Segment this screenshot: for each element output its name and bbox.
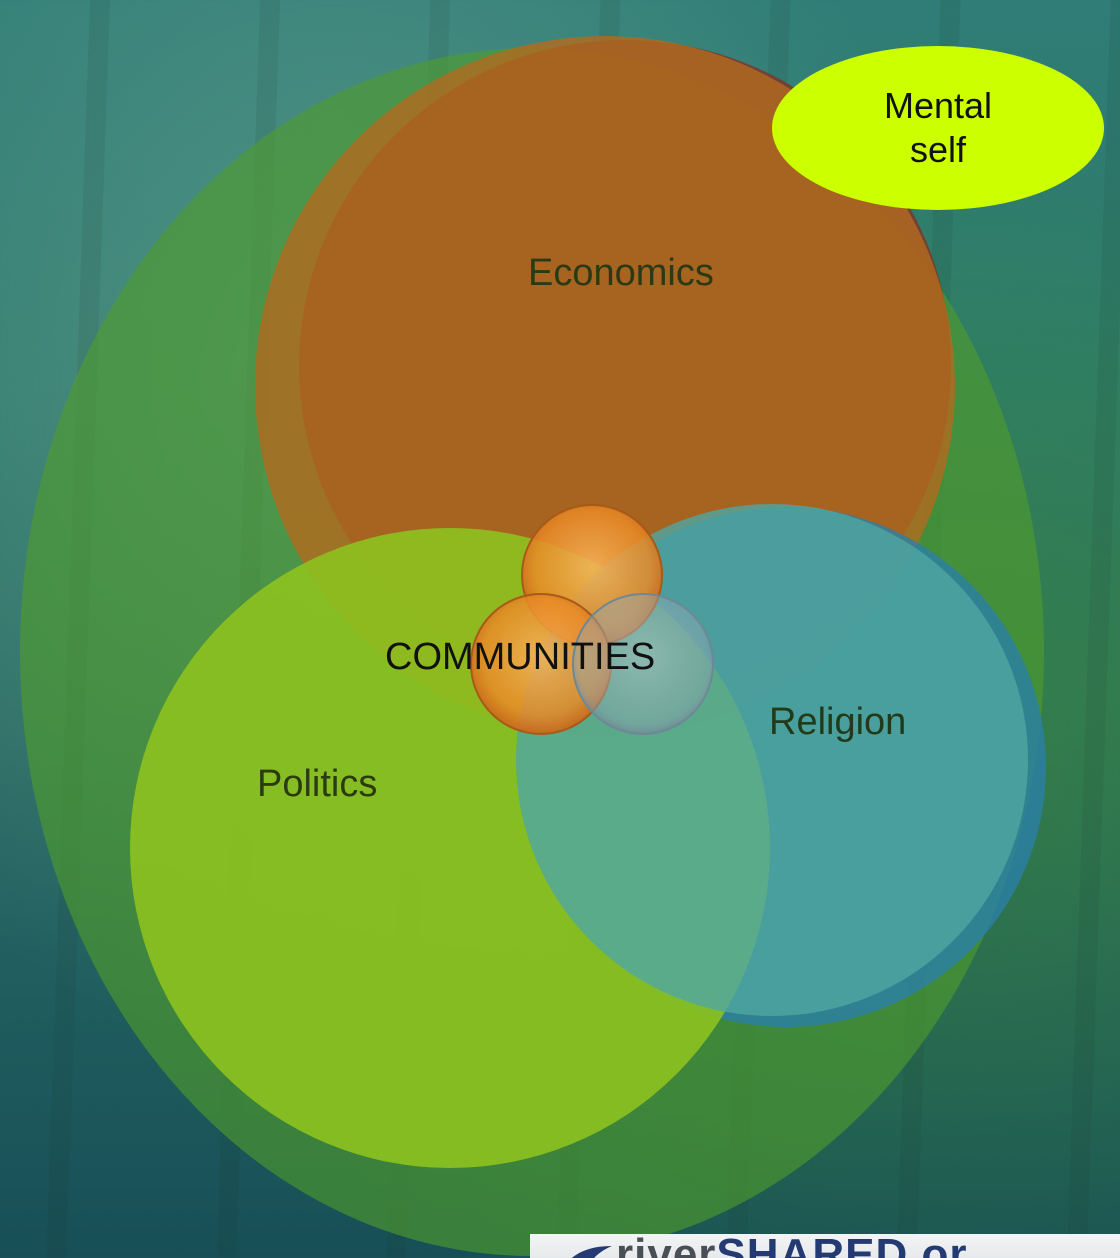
mental-self-ellipse bbox=[772, 46, 1104, 210]
river-wave-icon bbox=[571, 1246, 612, 1258]
mental-self-label: Mental self bbox=[883, 85, 993, 170]
communities-label: COMMUNITIES bbox=[385, 636, 656, 678]
brand-wordmark: riverSHARED.or bbox=[616, 1234, 967, 1258]
politics-label: Politics bbox=[257, 763, 378, 805]
religion-label: Religion bbox=[769, 701, 907, 743]
brand-part-river: river bbox=[616, 1234, 716, 1258]
economics-label: Economics bbox=[528, 252, 714, 294]
mental-self-label-wrap: Mental self bbox=[772, 46, 1104, 210]
rivershared-logo[interactable]: riverSHARED.or bbox=[530, 1234, 1120, 1258]
brand-part-shared: SHARED bbox=[716, 1234, 908, 1258]
brand-part-or: .or bbox=[908, 1234, 967, 1258]
community-circle-right bbox=[572, 593, 714, 735]
